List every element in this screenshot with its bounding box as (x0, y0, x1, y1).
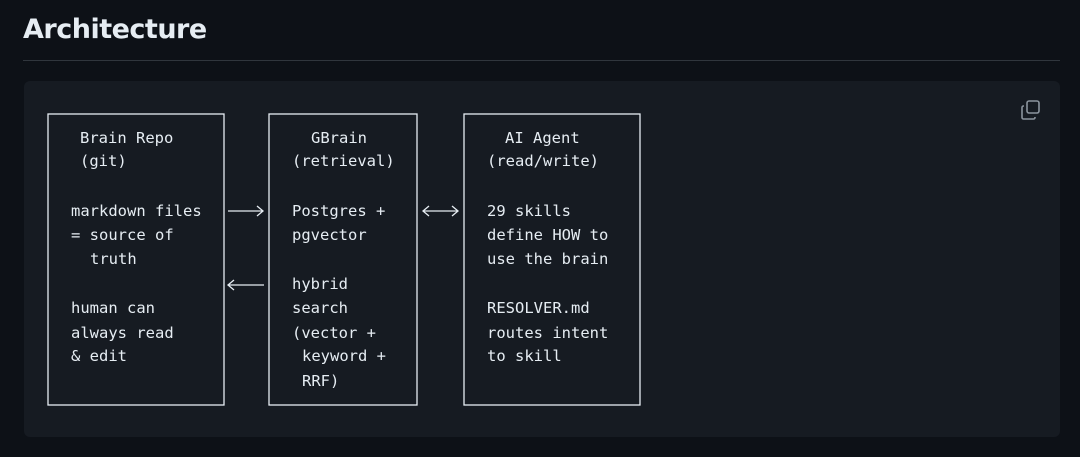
box-line: Postgres + (292, 202, 385, 220)
box-line: define HOW to (487, 226, 608, 244)
copy-icon (1021, 100, 1040, 120)
code-block (24, 81, 1060, 437)
section-heading: Architecture (23, 14, 207, 45)
brain-repo-box (47, 113, 225, 406)
box-line: to skill (487, 347, 562, 365)
arrow-gbrain-agent (421, 205, 460, 217)
ai-agent-box (463, 113, 641, 406)
gbrain-box (268, 113, 418, 406)
box-line: hybrid (292, 275, 348, 293)
box-line: keyword + (302, 347, 386, 365)
box-line: (vector + (292, 324, 376, 342)
box-line: truth (90, 250, 137, 268)
box-line: markdown files (71, 202, 202, 220)
box-line: RRF) (302, 372, 339, 390)
box-line: use the brain (487, 250, 608, 268)
heading-divider (23, 60, 1060, 61)
box-line: & edit (71, 347, 127, 365)
box-line: RESOLVER.md (487, 299, 590, 317)
box-subtitle: (git) (80, 152, 127, 170)
box-line: human can (71, 299, 155, 317)
arrow-repo-to-gbrain (228, 205, 265, 217)
box-title: Brain Repo (80, 129, 173, 147)
copy-button[interactable] (1019, 98, 1043, 122)
box-subtitle: (read/write) (487, 152, 599, 170)
box-line: routes intent (487, 324, 608, 342)
box-line: search (292, 299, 348, 317)
box-line: always read (71, 324, 174, 342)
box-line: 29 skills (487, 202, 571, 220)
arrow-gbrain-to-repo (226, 279, 264, 291)
box-title: AI Agent (505, 129, 580, 147)
box-line: pgvector (292, 226, 367, 244)
box-subtitle: (retrieval) (292, 152, 395, 170)
box-title: GBrain (311, 129, 367, 147)
box-line: = source of (71, 226, 174, 244)
